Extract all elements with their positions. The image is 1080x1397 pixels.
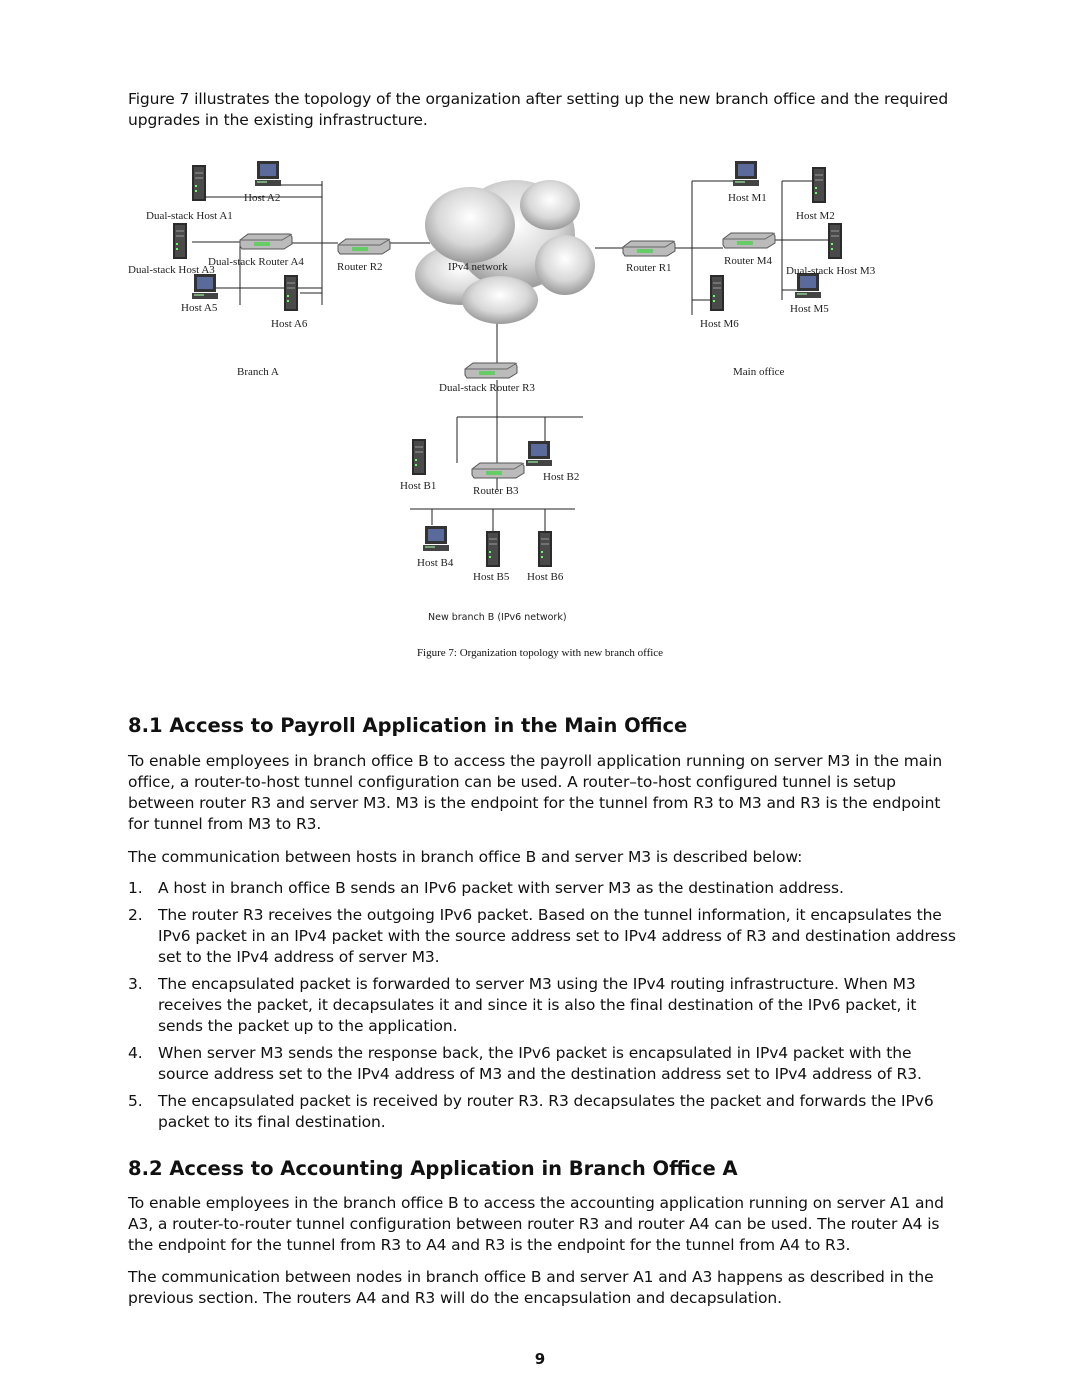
section-8-1-paragraph-1: To enable employees in branch office B t…: [128, 752, 943, 833]
label-host-b6: Host B6: [527, 571, 564, 583]
host-a6-server-icon: [283, 274, 299, 312]
router-b3-icon: [471, 462, 525, 479]
label-host-b2: Host B2: [543, 471, 579, 483]
host-m6-server-icon: [709, 274, 725, 312]
label-host-a6: Host A6: [271, 318, 308, 330]
label-router-a4: Dual-stack Router A4: [208, 256, 304, 268]
ipv4-cloud: [415, 180, 595, 324]
host-a5-pc-icon: [192, 274, 218, 299]
section-8-1-heading: 8.1 Access to Payroll Application in the…: [128, 714, 688, 737]
label-host-a1: Dual-stack Host A1: [146, 210, 233, 222]
label-host-m6: Host M6: [700, 318, 739, 330]
label-host-b5: Host B5: [473, 571, 510, 583]
label-host-m1: Host M1: [728, 192, 767, 204]
label-router-r1: Router R1: [626, 262, 672, 274]
list-item: 4.When server M3 sends the response back…: [128, 1044, 922, 1083]
host-b2-pc-icon: [526, 441, 552, 466]
router-r3-icon: [464, 362, 518, 379]
label-main-office: Main office: [733, 366, 785, 378]
label-host-a5: Host A5: [181, 302, 218, 314]
section-8-2-heading: 8.2 Access to Accounting Application in …: [128, 1157, 738, 1180]
label-host-m3: Dual-stack Host M3: [786, 265, 876, 277]
list-item: 2.The router R3 receives the outgoing IP…: [128, 906, 956, 966]
host-b6-server-icon: [537, 530, 553, 568]
section-8-2-paragraph-2: The communication between nodes in branc…: [128, 1268, 934, 1307]
label-host-m2: Host M2: [796, 210, 835, 222]
list-item: 1.A host in branch office B sends an IPv…: [128, 879, 844, 897]
label-branch-b: New branch B (IPv6 network): [428, 612, 567, 623]
list-item: 3.The encapsulated packet is forwarded t…: [128, 975, 917, 1035]
figure-caption: Figure 7: Organization topology with new…: [416, 647, 664, 659]
section-8-1-paragraph-2: The communication between hosts in branc…: [128, 848, 803, 866]
intro-paragraph: Figure 7 illustrates the topology of the…: [128, 90, 949, 129]
topology-diagram: Host A2 Dual-stack Host A1 Dual-stack Ro…: [128, 161, 876, 623]
router-r2-icon: [337, 238, 391, 255]
label-router-r2: Router R2: [337, 261, 383, 273]
label-router-b3: Router B3: [473, 485, 519, 497]
host-b1-server-icon: [411, 438, 427, 476]
list-item: 5.The encapsulated packet is received by…: [128, 1092, 934, 1131]
host-a3-server-icon: [172, 222, 188, 260]
host-m3-server-icon: [827, 222, 843, 260]
router-m4-icon: [722, 232, 776, 249]
label-host-b4: Host B4: [417, 557, 454, 569]
router-a4-icon: [239, 233, 293, 250]
label-host-b1: Host B1: [400, 480, 436, 492]
router-r1-icon: [622, 240, 676, 257]
label-router-r3: Dual-stack Router R3: [439, 382, 535, 394]
host-b4-pc-icon: [423, 526, 449, 551]
page-number: 9: [534, 1350, 546, 1368]
label-host-a2: Host A2: [244, 192, 280, 204]
label-host-m5: Host M5: [790, 303, 829, 315]
host-m1-pc-icon: [733, 161, 759, 186]
label-ipv4-network: IPv4 network: [448, 261, 508, 273]
label-branch-a: Branch A: [237, 366, 279, 378]
label-router-m4: Router M4: [724, 255, 772, 267]
host-m2-server-icon: [811, 166, 827, 204]
host-b5-server-icon: [485, 530, 501, 568]
host-a1-server-icon: [191, 164, 207, 202]
host-a2-pc-icon: [255, 161, 281, 186]
communication-steps-list: 1.A host in branch office B sends an IPv…: [128, 878, 958, 1139]
label-host-a3: Dual-stack Host A3: [128, 264, 215, 276]
section-8-2-paragraph-1: To enable employees in the branch office…: [128, 1194, 944, 1254]
